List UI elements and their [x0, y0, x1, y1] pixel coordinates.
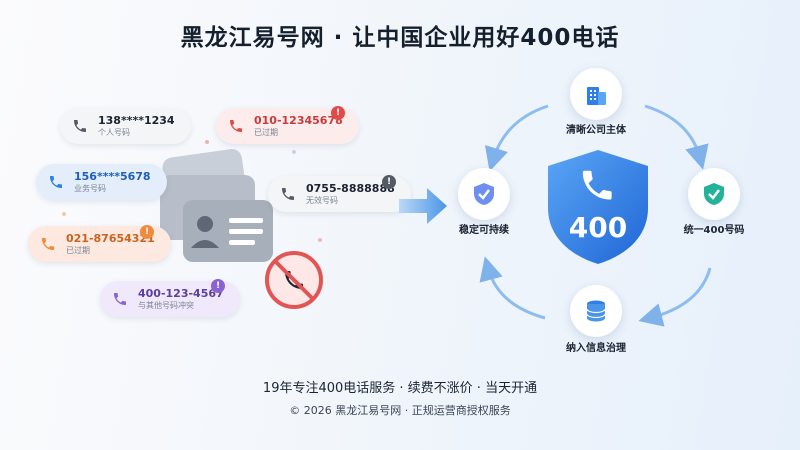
phone-number-pill: 138****1234 个人号码: [60, 108, 191, 144]
phone-number: 156****5678: [74, 170, 151, 183]
decor-dot: [318, 238, 322, 242]
phone-icon: [110, 289, 130, 309]
verified-shield-icon: [458, 168, 510, 220]
phone-note: 已过期: [66, 246, 90, 255]
phone-number-pill: 400-123-4567 与其他号码冲突: [100, 281, 240, 317]
node-label-left: 稳定可持续: [459, 225, 509, 236]
phone-number: 021-87654321: [66, 232, 155, 245]
phone-icon: [38, 234, 58, 254]
decor-dot: [205, 140, 209, 144]
phone-icon: [46, 172, 66, 192]
phone-icon: [70, 116, 90, 136]
alert-icon: !: [382, 175, 396, 189]
phone-icon: [278, 184, 298, 204]
phone-number: 138****1234: [98, 114, 175, 127]
copyright-line: © 2026 黑龙江易号网 · 正规运营商授权服务: [289, 404, 511, 417]
phone-number-pill: 156****5678 业务号码: [36, 164, 167, 200]
phone-note: 业务号码: [74, 184, 106, 193]
phone-note: 与其他号码冲突: [138, 301, 194, 310]
alert-icon: !: [331, 106, 345, 120]
phone-note: 已过期: [254, 128, 278, 137]
id-card-icon: [191, 216, 263, 248]
service-tagline: 19年专注400电话服务 · 续费不涨价 · 当天开通: [262, 381, 538, 396]
arrow-right-icon: [399, 186, 449, 230]
alert-icon: !: [140, 225, 154, 239]
phone-number: 0755-8888888: [306, 182, 395, 195]
shield-number: 400: [568, 211, 628, 244]
shield-400-icon: 400: [542, 146, 654, 266]
phone-note: 个人号码: [98, 128, 130, 137]
phone-icon: [226, 116, 246, 136]
alert-icon: !: [211, 279, 225, 293]
no-call-icon: [263, 249, 325, 311]
phone-note: 无效号码: [306, 196, 338, 205]
check-shield-icon: [688, 168, 740, 220]
node-label-bottom: 纳入信息治理: [566, 343, 626, 354]
node-label-top: 清晰公司主体: [566, 125, 626, 136]
node-label-right: 统一400号码: [683, 225, 745, 236]
building-icon: [570, 68, 622, 120]
phone-number: 400-123-4567: [138, 287, 224, 300]
id-card-front: [183, 200, 273, 262]
decor-dot: [62, 212, 66, 216]
decor-dot: [292, 150, 296, 154]
database-icon: [570, 285, 622, 337]
page-title: 黑龙江易号网 · 让中国企业用好400电话: [180, 25, 620, 51]
phone-number: 010-12345678: [254, 114, 343, 127]
